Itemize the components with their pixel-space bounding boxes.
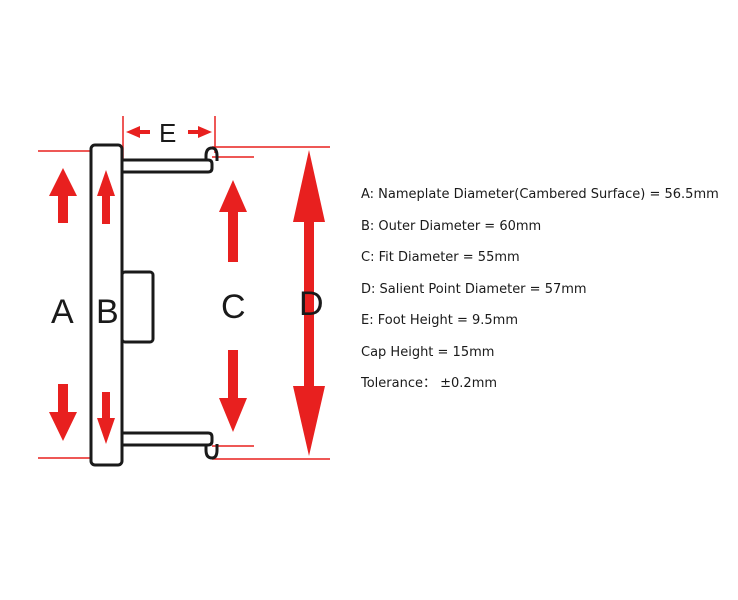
label-c: C (221, 288, 246, 326)
extension-lines (38, 116, 330, 460)
spec-line-e: E: Foot Height = 9.5mm (361, 313, 519, 328)
arrow-d-double-icon (293, 150, 325, 456)
cap-top-hook (204, 146, 219, 161)
spec-line-a: A: Nameplate Diameter(Cambered Surface) … (361, 187, 719, 202)
arrow-b-up-icon (97, 170, 115, 224)
label-e: E (159, 118, 176, 148)
cap-bottom-foot (120, 431, 214, 447)
cap-bottom-hook (204, 444, 219, 460)
arrow-a-down-icon (49, 384, 77, 441)
label-b: B (96, 293, 119, 331)
spec-line-d: D: Salient Point Diameter = 57mm (361, 281, 587, 297)
spec-line-c: C: Fit Diameter = 55mm (361, 250, 520, 265)
label-a: A (51, 293, 74, 331)
spec-line-tolerance: Tolerance： ±0.2mm (361, 376, 498, 391)
spec-line-cap-height: Cap Height = 15mm (361, 344, 495, 360)
arrow-e-right-icon (188, 126, 212, 138)
label-d: D (299, 285, 324, 323)
arrow-e-left-icon (126, 126, 150, 138)
arrow-c-down-icon (219, 350, 247, 432)
arrow-b-down-icon (97, 392, 115, 444)
arrow-c-up-icon (219, 180, 247, 262)
dimension-arrows (49, 126, 325, 456)
cap-top-foot (120, 158, 214, 174)
arrow-a-up-icon (49, 168, 77, 223)
spec-line-b: B: Outer Diameter = 60mm (361, 218, 542, 234)
spec-list: A: Nameplate Diameter(Cambered Surface) … (361, 184, 719, 405)
cap-cross-section (89, 143, 219, 467)
cap-center-boss (120, 270, 155, 344)
